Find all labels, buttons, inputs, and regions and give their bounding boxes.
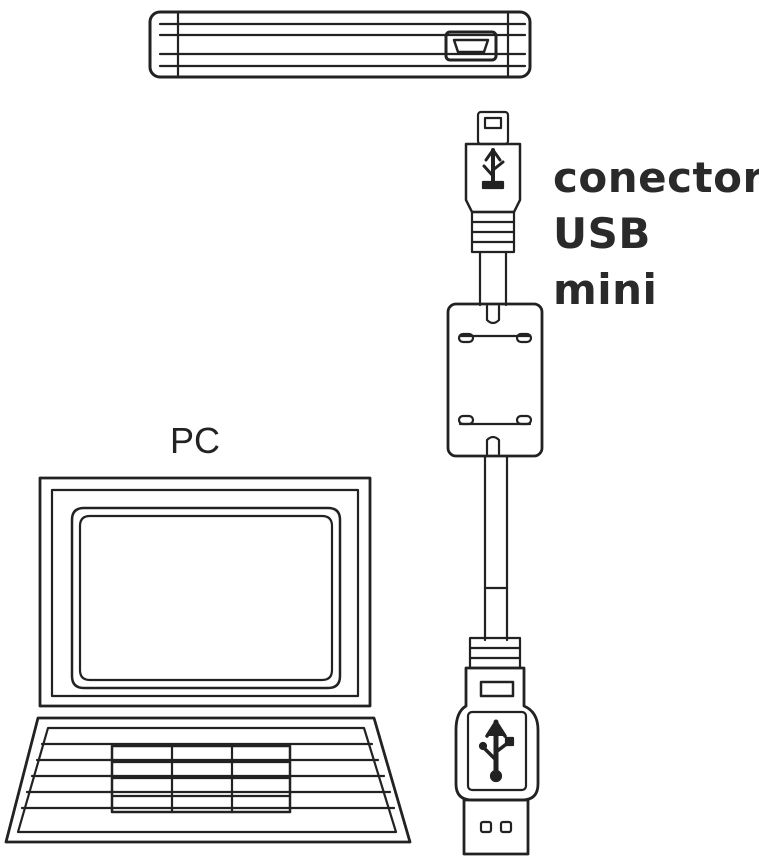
mini-usb-connector	[464, 110, 522, 307]
usb-trident-icon	[481, 148, 505, 190]
ferrite-core	[446, 302, 544, 458]
usb-trident-icon	[478, 719, 515, 783]
usb-a-connector	[454, 636, 540, 856]
laptop-pc	[4, 476, 412, 844]
mini-usb-label-line2: USB mini	[553, 209, 658, 314]
mini-usb-label: conector USB mini	[553, 150, 759, 318]
keyboard	[110, 744, 292, 814]
pc-label: PC	[170, 420, 221, 461]
external-drive	[148, 10, 532, 79]
mini-usb-label-line1: conector	[553, 153, 759, 202]
usb-cable	[483, 454, 509, 642]
mini-usb-port	[444, 30, 498, 62]
